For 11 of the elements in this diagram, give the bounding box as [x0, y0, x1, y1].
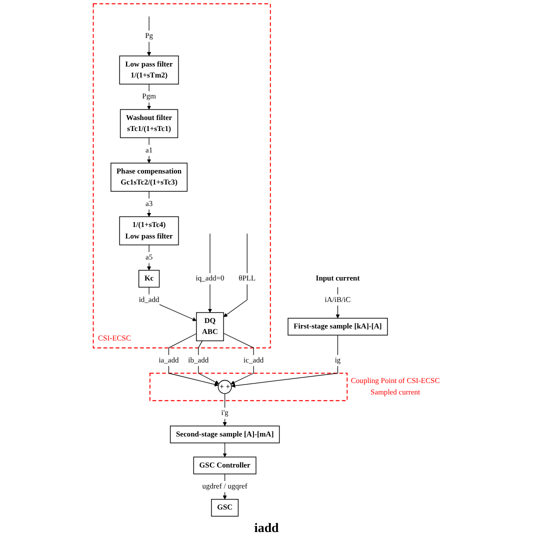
arrow [231, 334, 338, 388]
arrow [222, 442, 227, 458]
arrow [146, 16, 152, 56]
arrow [168, 333, 219, 386]
arrow [222, 393, 227, 426]
signal-label: iadd [254, 520, 279, 535]
arrow [146, 137, 152, 164]
arrow [198, 340, 220, 384]
cluster [149, 372, 348, 402]
arrow [223, 332, 254, 384]
arrow [223, 233, 248, 318]
